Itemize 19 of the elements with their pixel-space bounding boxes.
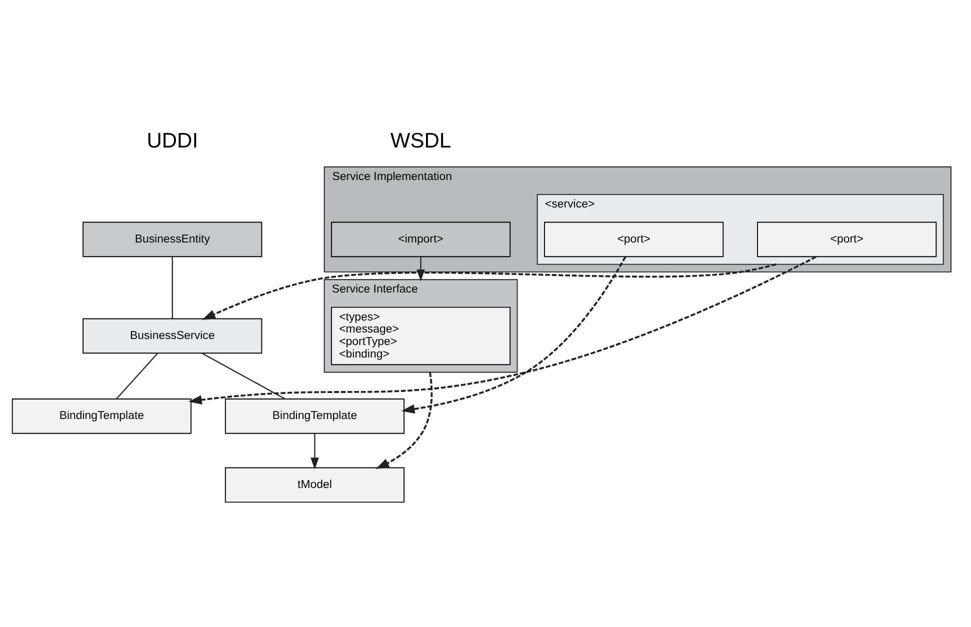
node-box: <types> <message> <portType> <binding> — [330, 306, 511, 366]
label: WSDL — [390, 129, 452, 152]
node-box: BindingTemplate — [224, 398, 405, 434]
label: UDDI — [146, 129, 198, 152]
connector — [172, 256, 173, 319]
node-box: BusinessEntity — [82, 222, 262, 258]
node-box: <import> — [330, 222, 511, 258]
arrow — [401, 256, 626, 414]
node-box: <port> — [544, 222, 724, 258]
node-box: BusinessService — [82, 318, 262, 354]
node-box: BindingTemplate — [12, 398, 192, 434]
connector — [202, 352, 286, 400]
arrow — [202, 263, 776, 320]
arrow — [310, 434, 319, 470]
connector — [116, 353, 158, 400]
node-box: tModel — [224, 467, 405, 503]
node-box: <port> — [757, 222, 937, 258]
arrow — [188, 256, 816, 404]
arrow — [376, 372, 433, 469]
